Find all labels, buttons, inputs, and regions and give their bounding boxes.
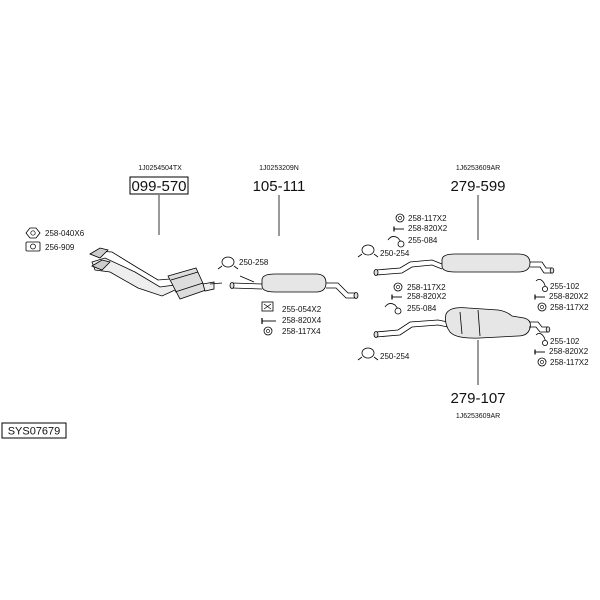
diagram-id: SYS07679	[8, 426, 61, 438]
assembly-rear-silencer-upper[interactable]: 1J6253609AR 279-599 258-117X2 258-820X2 …	[357, 165, 589, 315]
clamp-icon	[217, 256, 239, 270]
hanger-icon	[384, 303, 402, 315]
bolt-icon	[391, 294, 402, 300]
assembly-centre-silencer[interactable]: 1J0253209N 105-111 250-258 255-054X2 258…	[217, 165, 359, 336]
fitting-label-bolt-mid: 258-820X2	[407, 292, 447, 301]
bolt-icon	[393, 226, 404, 232]
fitting-label-rear-hanger: 255-102	[550, 337, 580, 346]
clamp-icon	[357, 347, 379, 361]
ring-icon	[395, 213, 405, 223]
fitting-label-ring: 258-117X4	[282, 327, 321, 336]
fitting-label-bolt: 258-820X4	[282, 316, 322, 325]
bolt-icon	[534, 349, 545, 355]
fitting-label-clamp: 250-258	[239, 258, 269, 267]
fitting-label-bracket: 255-054X2	[282, 305, 322, 314]
front-pipe-drawing	[89, 247, 223, 300]
rear-silencer-lower-drawing	[373, 307, 551, 339]
hanger-icon	[535, 333, 549, 346]
part-number-rear-silencer-lower: 279-107	[450, 390, 505, 407]
fitting-label-rear-bolt: 258-820X2	[549, 347, 589, 356]
fitting-label-ring-mid: 258-117X2	[407, 283, 446, 292]
oem-number-rear-silencer-lower: 1J6253609AR	[456, 413, 500, 420]
oem-number-centre-silencer: 1J0253209N	[259, 165, 299, 172]
oem-number-front-pipe: 1J0254504TX	[138, 165, 182, 172]
nut-icon	[25, 227, 41, 239]
fitting-label-nut: 258-040X6	[45, 229, 85, 238]
part-number-rear-silencer-upper: 279-599	[450, 178, 505, 195]
fitting-label-rear-bolt: 258-820X2	[549, 292, 589, 301]
clamp-icon	[357, 244, 379, 258]
fitting-label-bolt-top: 258-820X2	[408, 224, 448, 233]
fitting-label-rear-ring: 258-117X2	[550, 303, 589, 312]
fitting-label-rear-ring: 258-117X2	[550, 358, 589, 367]
hanger-icon	[535, 279, 549, 292]
rear-silencer-upper-drawing	[373, 253, 555, 276]
bracket-icon	[261, 301, 274, 312]
ring-icon	[537, 357, 547, 367]
part-number-centre-silencer: 105-111	[253, 178, 306, 195]
part-number-front-pipe: 099-570	[131, 178, 186, 195]
centre-silencer-drawing	[229, 273, 359, 299]
gasket-icon	[25, 241, 41, 252]
ring-icon	[537, 302, 547, 312]
assembly-front-pipe[interactable]: 1J0254504TX 099-570 258-040X6 256-909	[25, 165, 223, 300]
oem-number-rear-silencer-upper: 1J6253609AR	[456, 165, 500, 172]
fitting-label-ring-top: 258-117X2	[408, 214, 447, 223]
fitting-label-clamp: 250-254	[380, 352, 410, 361]
fitting-label-gasket: 256-909	[45, 243, 75, 252]
bolt-icon	[534, 294, 545, 300]
part-number-frame	[129, 176, 189, 195]
bolt-icon	[261, 318, 276, 324]
fitting-label-hanger-top: 255-084	[408, 236, 438, 245]
fitting-label-clamp: 250-254	[380, 249, 410, 258]
fitting-label-hanger-mid: 255-084	[407, 304, 437, 313]
diagram-id-frame	[1, 422, 67, 439]
fitting-label-rear-hanger: 255-102	[550, 282, 580, 291]
ring-icon	[393, 282, 403, 292]
ring-icon	[263, 326, 273, 336]
assembly-rear-silencer-lower[interactable]: 279-107 1J6253609AR 250-254 255-102 258-…	[357, 307, 589, 420]
hanger-icon	[387, 236, 405, 248]
